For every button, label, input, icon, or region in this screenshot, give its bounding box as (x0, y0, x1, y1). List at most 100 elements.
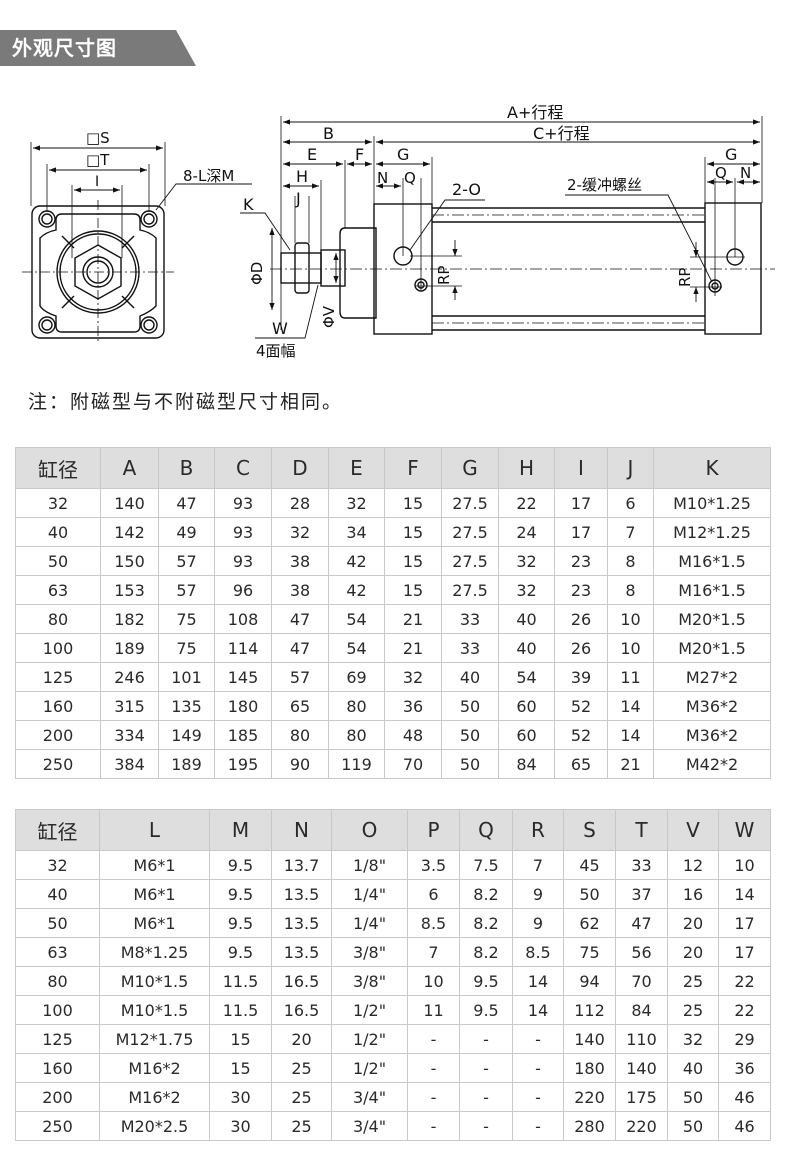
table-cell: 13.5 (271, 937, 332, 967)
table-cell: 17 (718, 908, 771, 938)
table-cell: 16 (667, 879, 719, 909)
label-w: W (272, 319, 288, 338)
table-cell: 185 (214, 720, 272, 750)
table-cell: 94 (563, 966, 616, 996)
column-header: B (158, 447, 215, 489)
table-cell: - (459, 1111, 513, 1141)
front-view (22, 142, 252, 344)
table-cell: 9.5 (209, 850, 272, 880)
table-cell: 32 (667, 1024, 719, 1054)
table-cell: 27.5 (441, 575, 499, 605)
table-cell: 3/8" (331, 966, 408, 996)
table-cell: 50 (441, 749, 499, 779)
label-g-right: G (725, 145, 737, 164)
table-cell: 65 (554, 749, 608, 779)
table-cell: 30 (209, 1082, 272, 1112)
table-cell: 39 (554, 662, 608, 692)
table-cell: 22 (718, 966, 771, 996)
column-header: 缸径 (15, 809, 100, 851)
table-cell: 160 (15, 1053, 100, 1083)
table-cell: 246 (100, 662, 159, 692)
table-cell: 8 (607, 546, 654, 576)
table-cell: 93 (214, 517, 272, 547)
table-cell: 60 (498, 720, 555, 750)
table-cell: 46 (718, 1082, 771, 1112)
table-cell: - (512, 1111, 564, 1141)
table-cell: 25 (667, 966, 719, 996)
table-cell: 140 (615, 1053, 668, 1083)
table-cell: 17 (718, 937, 771, 967)
table-cell: 63 (15, 575, 101, 605)
table-cell: 9.5 (459, 995, 513, 1025)
table-cell: M10*1.25 (653, 488, 771, 518)
table-cell: - (512, 1082, 564, 1112)
table-cell: 15 (209, 1024, 272, 1054)
table-cell: 9.5 (209, 879, 272, 909)
table-cell: M20*1.5 (653, 604, 771, 634)
table-cell: - (407, 1053, 460, 1083)
table-cell: 75 (158, 633, 215, 663)
table-cell: 14 (512, 995, 564, 1025)
table-cell: 27.5 (441, 517, 499, 547)
table-cell: 69 (328, 662, 385, 692)
table-cell: 280 (563, 1111, 616, 1141)
table-cell: 10 (407, 966, 460, 996)
table-cell: 3/4" (331, 1082, 408, 1112)
table-cell: 180 (563, 1053, 616, 1083)
table-cell: 50 (667, 1082, 719, 1112)
table-cell: 32 (15, 850, 100, 880)
table-cell: 15 (384, 488, 442, 518)
table-cell: 56 (615, 937, 668, 967)
column-header: A (100, 447, 159, 489)
table-cell: M36*2 (653, 720, 771, 750)
table-cell: 49 (158, 517, 215, 547)
table-cell: 42 (328, 575, 385, 605)
table-cell: 25 (271, 1111, 332, 1141)
column-header: G (441, 447, 499, 489)
table-cell: 48 (384, 720, 442, 750)
table-cell: - (459, 1082, 513, 1112)
label-n-left: N (377, 169, 388, 187)
table-cell: 145 (214, 662, 272, 692)
table-cell: 40 (15, 879, 100, 909)
table-cell: 125 (15, 662, 101, 692)
table-cell: - (407, 1024, 460, 1054)
table-cell: 250 (15, 1111, 100, 1141)
table-cell: 14 (607, 720, 654, 750)
cylinder-diagram: □S □T I 8-L深M (22, 103, 775, 360)
column-header: R (512, 809, 564, 851)
table-cell: 8 (607, 575, 654, 605)
column-header: V (667, 809, 719, 851)
side-view (240, 116, 775, 339)
table-cell: 21 (384, 633, 442, 663)
column-header: L (99, 809, 210, 851)
column-header: F (384, 447, 442, 489)
label-a-stroke: A+行程 (507, 103, 563, 122)
table-cell: 9 (512, 879, 564, 909)
table-cell: 32 (384, 662, 442, 692)
table-cell: M6*1 (99, 850, 210, 880)
label-q-left: Q (404, 169, 416, 187)
table-cell: 1/2" (331, 1024, 408, 1054)
table-cell: 100 (15, 633, 101, 663)
table-cell: 7 (607, 517, 654, 547)
table-cell: M12*1.25 (653, 517, 771, 547)
table-cell: 50 (15, 546, 101, 576)
label-cushion: 2-缓冲螺丝 (567, 176, 642, 194)
table-cell: 45 (563, 850, 616, 880)
label-f: F (355, 145, 364, 164)
column-header: C (214, 447, 272, 489)
table-cell: 80 (15, 966, 100, 996)
